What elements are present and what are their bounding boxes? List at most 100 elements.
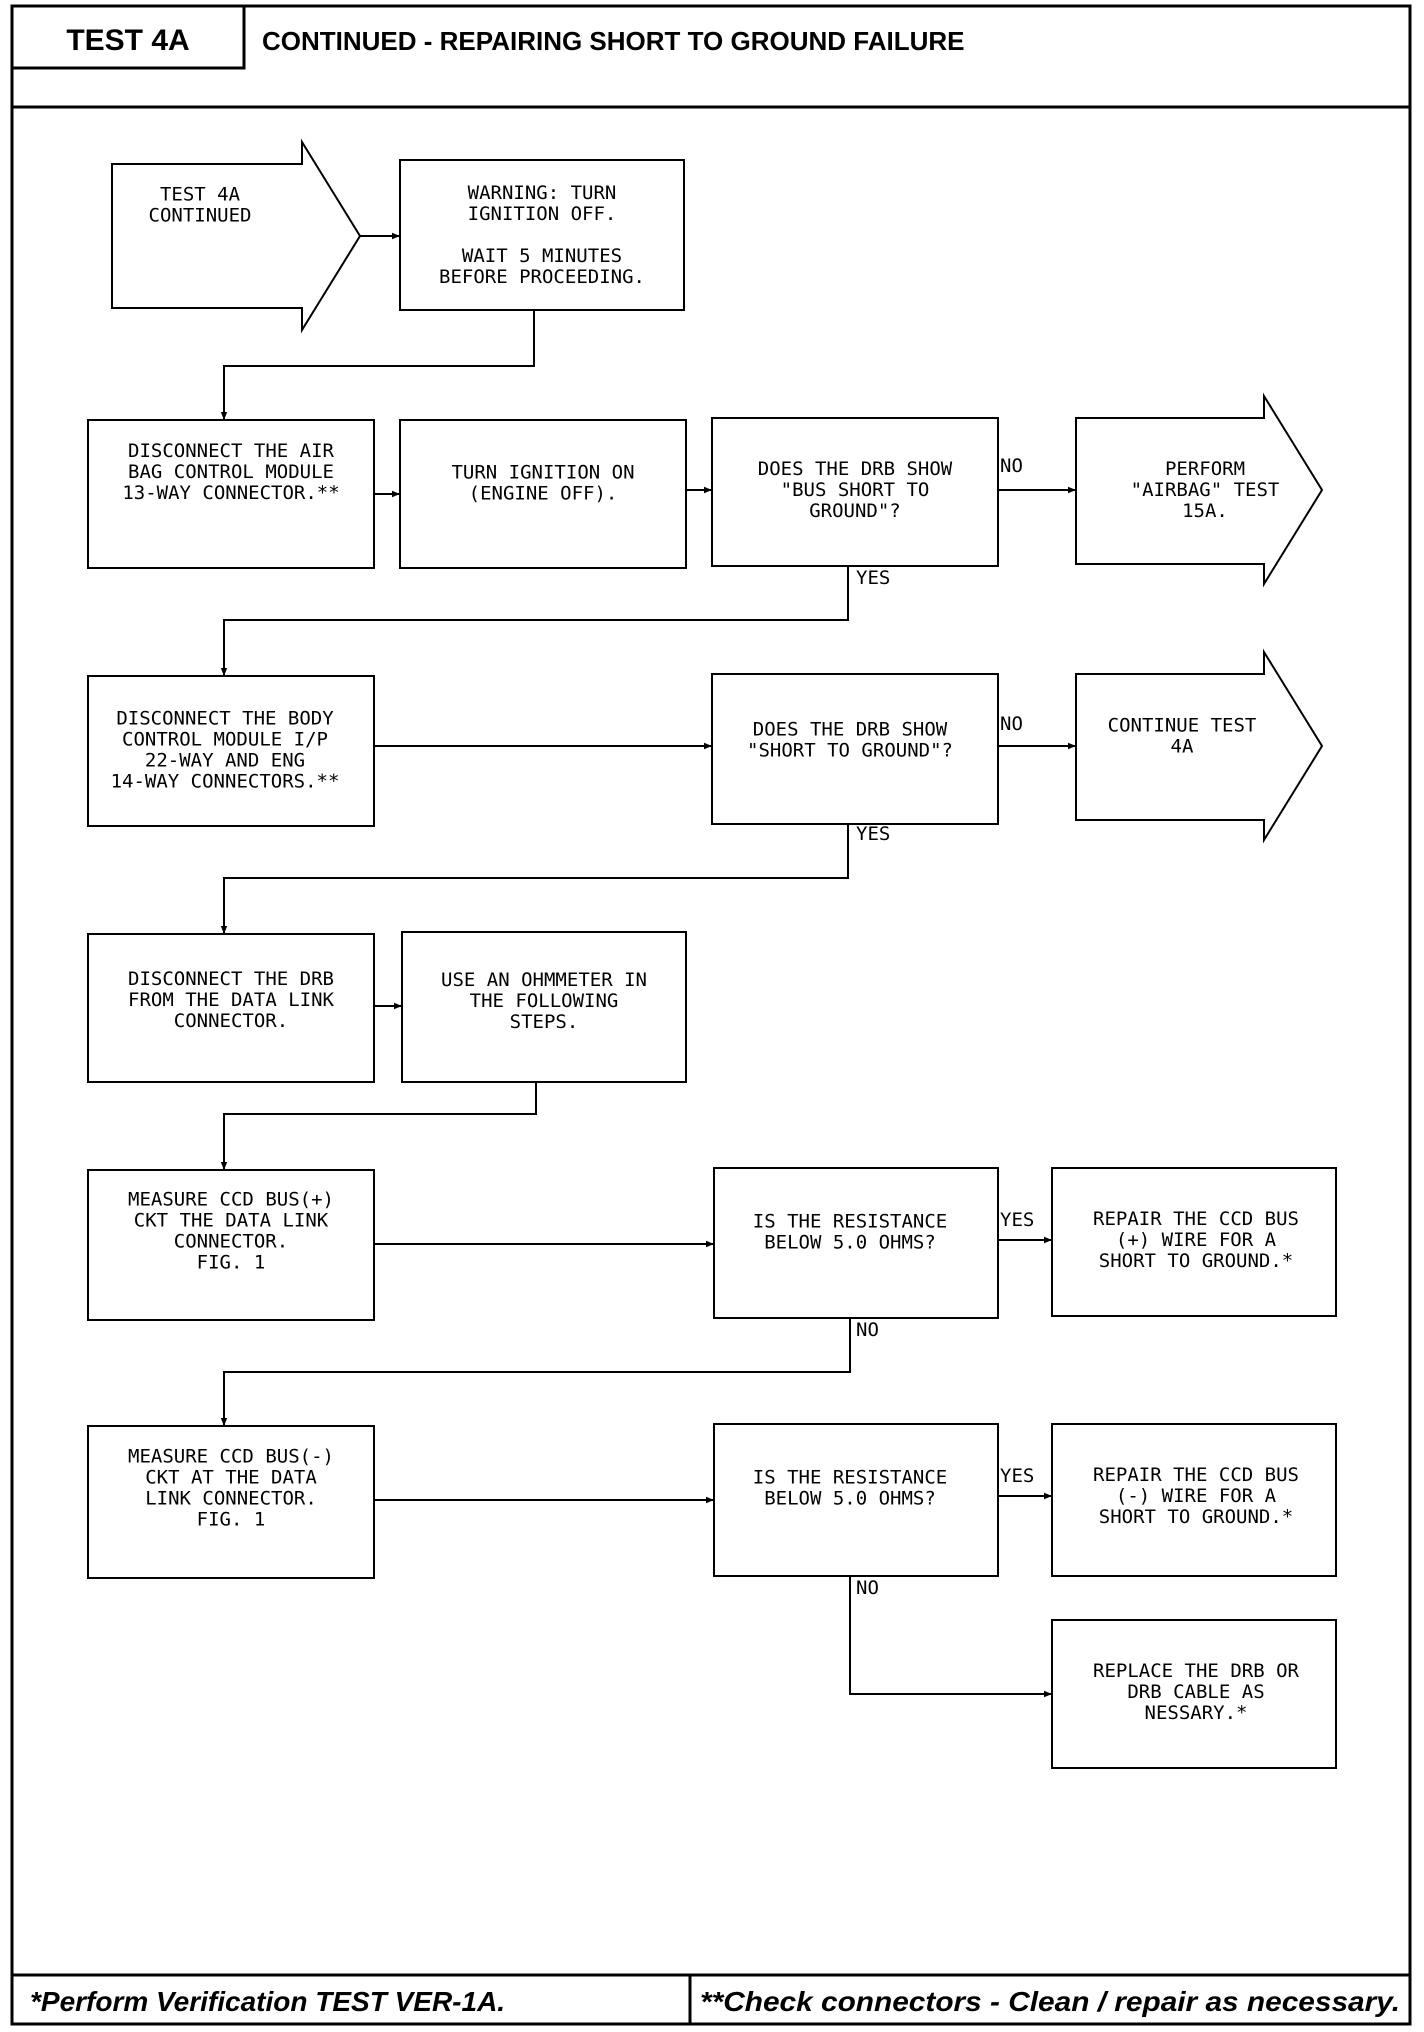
disconnect-body-box	[87, 675, 375, 827]
text-line: CONTINUE TEST	[1108, 715, 1257, 737]
text-line: MEASURE CCD BUS(-)	[128, 1446, 334, 1468]
text-line: SHORT TO GROUND.*	[1099, 1250, 1293, 1272]
label-no-short: NO	[1000, 713, 1023, 735]
connector-short-yes	[220, 824, 849, 934]
connector-warning-to-disconnect-airbag	[220, 310, 535, 420]
label-no-resistance-1: NO	[856, 1319, 879, 1341]
text-line: DISCONNECT THE BODY	[116, 708, 334, 730]
text-line: CONTROL MODULE I/P	[122, 729, 328, 751]
short-to-ground-question-box	[711, 673, 999, 825]
text-line: BELOW 5.0 OHMS?	[764, 1232, 936, 1254]
text-line: BEFORE PROCEEDING.	[439, 266, 645, 288]
text-line: DOES THE DRB SHOW	[758, 458, 953, 480]
text-line: DISCONNECT THE DRB	[128, 968, 334, 990]
text-line: CKT AT THE DATA	[145, 1467, 317, 1489]
text-line: 15A.	[1182, 500, 1228, 522]
connector-ohmmeter-to-measure-plus	[220, 1082, 537, 1170]
repair-bus-minus-box	[1051, 1423, 1337, 1577]
text-line: CONTINUED	[149, 205, 252, 227]
connector-resistance-1-no	[220, 1318, 851, 1426]
resistance-question-2-box	[713, 1423, 999, 1577]
turn-ignition-text: TURN IGNITION ON(ENGINE OFF).	[451, 462, 634, 505]
text-line: DISCONNECT THE AIR	[128, 440, 334, 462]
text-line: STEPS.	[510, 1011, 579, 1033]
text-line: LINK CONNECTOR.	[145, 1488, 317, 1510]
text-line: TURN IGNITION ON	[451, 462, 634, 484]
connector-resistance-2-no	[849, 1576, 1052, 1698]
text-line: FIG. 1	[197, 1509, 266, 1531]
label-yes-bus-short: YES	[856, 567, 890, 589]
text-line: (-) WIRE FOR A	[1116, 1485, 1277, 1507]
label-yes-resistance-2: YES	[1000, 1465, 1034, 1487]
footer-note-right: **Check connectors - Clean / repair as n…	[700, 1986, 1400, 2017]
perform-airbag-arrow	[1075, 392, 1324, 588]
measure-bus-plus-box	[87, 1169, 375, 1321]
test-id-box	[10, 4, 246, 70]
page-title: CONTINUED - REPAIRING SHORT TO GROUND FA…	[262, 26, 965, 56]
text-line: IGNITION OFF.	[468, 203, 617, 225]
warning-box	[399, 159, 685, 311]
text-line: 4A	[1171, 736, 1194, 758]
text-line: THE FOLLOWING	[470, 990, 619, 1012]
text-line: (ENGINE OFF).	[469, 483, 618, 505]
text-line: BAG CONTROL MODULE	[128, 461, 334, 483]
label-no-bus-short: NO	[1000, 455, 1023, 477]
text-line: SHORT TO GROUND.*	[1099, 1506, 1293, 1528]
disconnect-airbag-box	[87, 419, 375, 569]
text-line: DRB CABLE AS	[1127, 1681, 1264, 1703]
disconnect-drb-box	[87, 933, 375, 1083]
text-line: USE AN OHMMETER IN	[441, 969, 647, 991]
page-frame	[10, 4, 1412, 2026]
text-line: WAIT 5 MINUTES	[462, 245, 622, 267]
text-line: "AIRBAG" TEST	[1131, 479, 1280, 501]
turn-ignition-box	[399, 419, 687, 569]
text-line: WARNING: TURN	[468, 182, 617, 204]
text-line: PERFORM	[1165, 458, 1245, 480]
text-line: REPAIR THE CCD BUS	[1093, 1208, 1299, 1230]
replace-drb-box	[1051, 1619, 1337, 1769]
test-id: TEST 4A	[66, 24, 189, 57]
text-line: GROUND"?	[809, 500, 901, 522]
text-line: DOES THE DRB SHOW	[753, 719, 948, 741]
label-yes-short: YES	[856, 823, 890, 845]
start-arrow	[111, 138, 362, 334]
text-line: MEASURE CCD BUS(+)	[128, 1189, 334, 1211]
text-line: 13-WAY CONNECTOR.**	[122, 482, 339, 504]
text-line: FROM THE DATA LINK	[128, 989, 334, 1011]
continue-test-arrow	[1075, 648, 1324, 844]
footer-note-left: *Perform Verification TEST VER-1A.	[30, 1986, 505, 2017]
text-line: IS THE RESISTANCE	[753, 1211, 947, 1233]
text-line: CONNECTOR.	[174, 1231, 288, 1253]
bus-short-question-box	[711, 417, 999, 567]
text-line: 14-WAY CONNECTORS.**	[111, 771, 340, 793]
short-to-ground-question-text: DOES THE DRB SHOW"SHORT TO GROUND"?	[747, 719, 953, 762]
text-line: TEST 4A	[160, 184, 241, 206]
label-yes-resistance-1: YES	[1000, 1209, 1034, 1231]
text-line: CONNECTOR.	[174, 1010, 288, 1032]
text-line: NESSARY.*	[1145, 1702, 1248, 1724]
use-ohmmeter-box	[401, 931, 687, 1083]
text-line: BELOW 5.0 OHMS?	[764, 1488, 936, 1510]
text-line: 22-WAY AND ENG	[145, 750, 305, 772]
text-line: IS THE RESISTANCE	[753, 1467, 947, 1489]
text-line: "BUS SHORT TO	[781, 479, 930, 501]
text-line: CKT THE DATA LINK	[134, 1210, 329, 1232]
resistance-question-1-box	[713, 1167, 999, 1319]
text-line: (+) WIRE FOR A	[1116, 1229, 1277, 1251]
text-line: REPAIR THE CCD BUS	[1093, 1464, 1299, 1486]
